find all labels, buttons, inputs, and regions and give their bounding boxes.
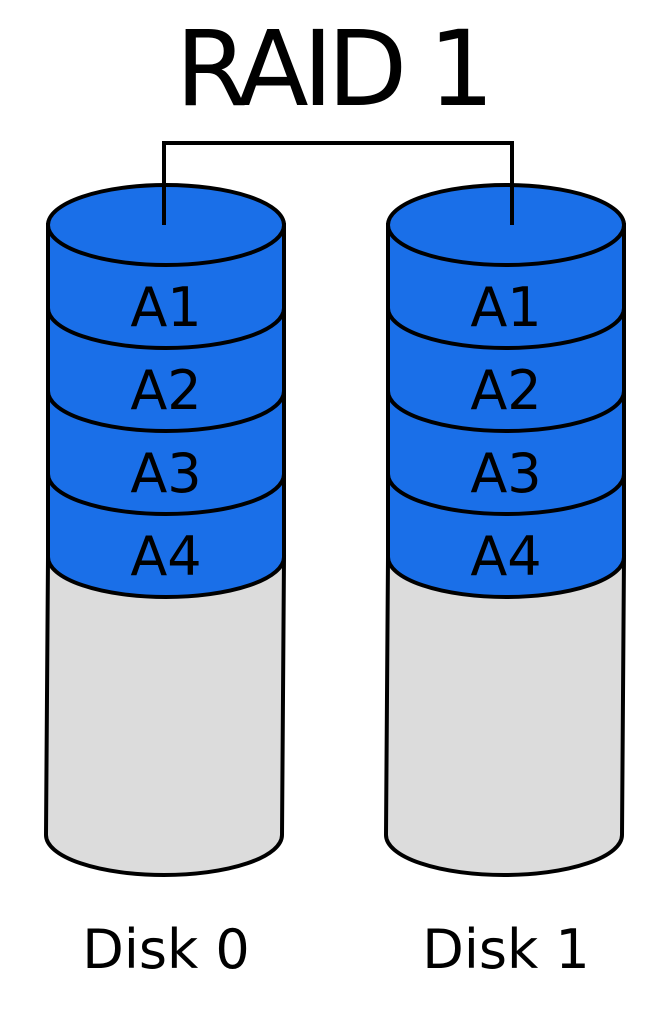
block-label: A4	[470, 525, 541, 588]
block-label: A1	[470, 276, 541, 339]
block-label: A1	[130, 276, 201, 339]
block-label: A3	[130, 442, 201, 505]
block-label: A2	[130, 359, 201, 422]
disk-label: Disk 1	[422, 918, 590, 981]
disk-top-cap	[386, 183, 626, 267]
disk-label: Disk 0	[82, 918, 250, 981]
diagram-title: RAID 1	[175, 8, 488, 130]
free-space	[43, 555, 287, 877]
mirror-connector	[162, 141, 514, 225]
block-label: A4	[130, 525, 201, 588]
block-label: A2	[470, 359, 541, 422]
free-space	[383, 555, 627, 877]
block-label: A3	[470, 442, 541, 505]
